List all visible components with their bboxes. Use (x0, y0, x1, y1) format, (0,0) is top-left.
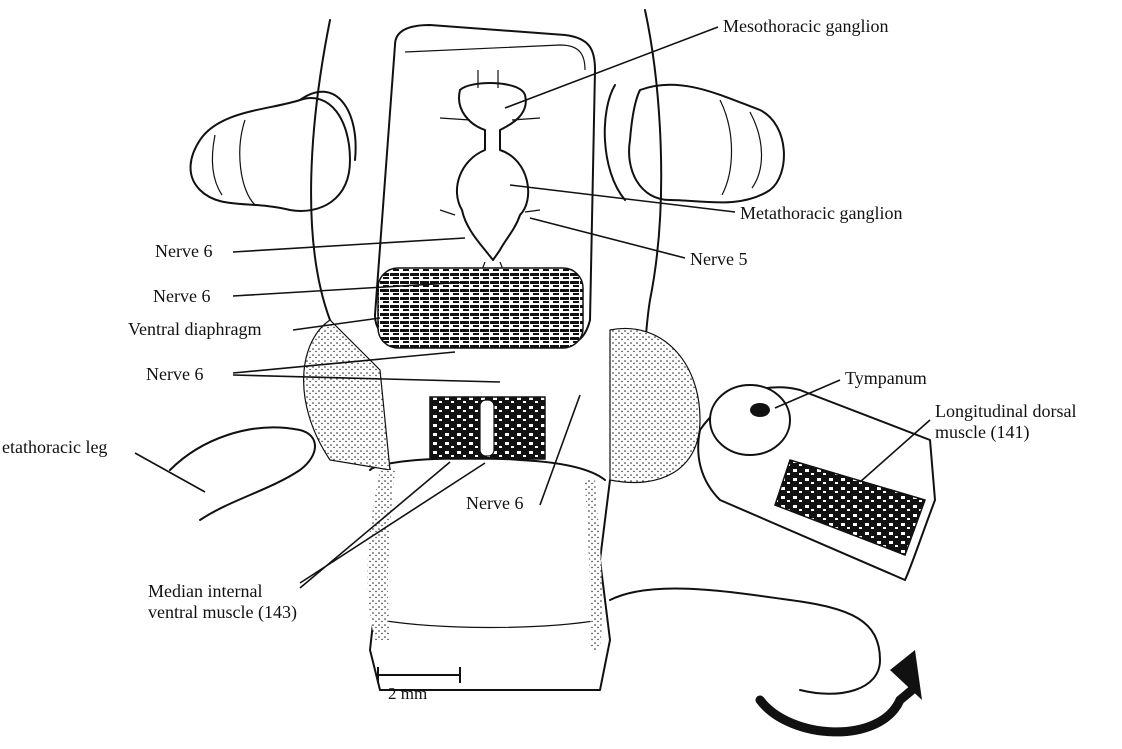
label-nerve-6-upper: Nerve 6 (155, 241, 212, 262)
label-nerve-6-lower: Nerve 6 (466, 493, 523, 514)
thorax-body-outline (311, 10, 661, 690)
scale-bar (378, 667, 460, 683)
label-metathoracic-ganglion: Metathoracic ganglion (740, 203, 902, 224)
median-internal-ventral-muscle-block (430, 397, 545, 459)
metathoracic-leg-outline (170, 427, 315, 520)
left-coxa (191, 92, 356, 211)
label-ventral-diaphragm: Ventral diaphragm (128, 319, 261, 340)
label-nerve-6-second: Nerve 6 (153, 286, 210, 307)
label-nerve-5: Nerve 5 (690, 249, 747, 270)
label-median-internal-ventral-muscle: Median internal ventral muscle (143) (148, 581, 297, 622)
right-coxa (605, 85, 784, 203)
label-scale-bar: 2 mm (388, 684, 427, 704)
label-nerve-6-third: Nerve 6 (146, 364, 203, 385)
label-tympanum: Tympanum (845, 368, 927, 389)
label-metathoracic-leg: etathoracic leg (2, 437, 107, 458)
stippled-cuticle (304, 320, 700, 650)
label-mesothoracic-ganglion: Mesothoracic ganglion (723, 16, 888, 37)
label-longitudinal-dorsal-muscle: Longitudinal dorsal muscle (141) (935, 401, 1076, 442)
curved-arrow-icon (760, 650, 922, 732)
ventral-diaphragm-hatch (378, 268, 583, 348)
